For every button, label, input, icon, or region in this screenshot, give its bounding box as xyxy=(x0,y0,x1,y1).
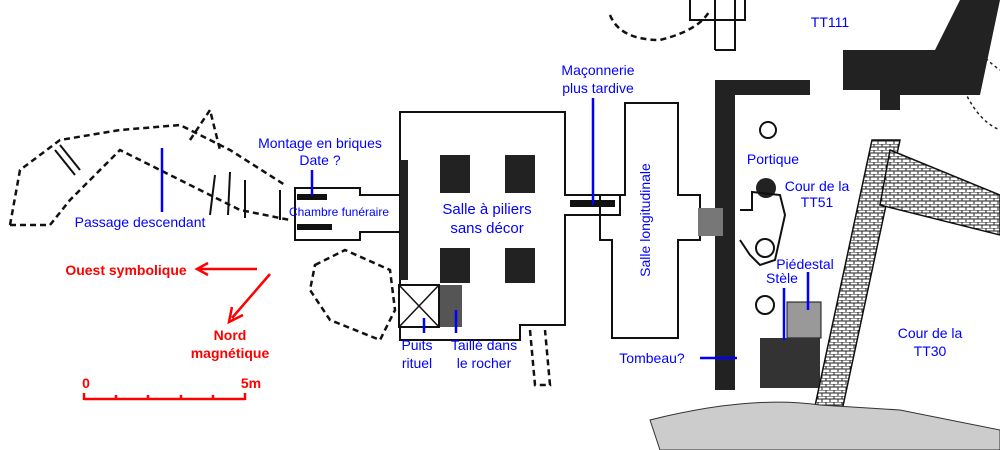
stele-area xyxy=(760,338,820,388)
label-pedestal: Piédestal xyxy=(776,256,834,272)
label-tt30: TT30 xyxy=(914,343,947,359)
label-magnetic: magnétique xyxy=(191,345,270,361)
side-chamber xyxy=(308,248,397,342)
label-brick-masonry: Montage en briques xyxy=(258,135,382,151)
passage-outline xyxy=(8,123,291,227)
wall-section xyxy=(400,160,408,280)
label-undecorated: sans décor xyxy=(450,220,523,237)
label-date: Date ? xyxy=(299,152,340,168)
side-corridor xyxy=(528,329,552,387)
shaft-cross xyxy=(398,284,440,328)
pillar xyxy=(440,248,470,283)
label-portico: Portique xyxy=(747,151,799,167)
west-arrow-icon xyxy=(194,261,257,277)
rock-cut-area xyxy=(440,285,462,327)
label-in-rock: le rocher xyxy=(457,355,512,371)
label-shaft: Puits xyxy=(401,337,432,353)
label-stele: Stèle xyxy=(766,270,798,286)
label-symbolic-west: Ouest symbolique xyxy=(65,262,187,278)
rock-mass xyxy=(843,0,1000,110)
label-pillared-hall: Salle à piliers xyxy=(442,201,531,218)
label-burial-chamber: Chambre funéraire xyxy=(289,205,389,219)
label-tt51: TT51 xyxy=(801,194,834,210)
steps xyxy=(54,144,281,220)
brick-masonry xyxy=(297,224,332,230)
label-masonry: Maçonnerie xyxy=(561,62,634,78)
column-base xyxy=(755,295,775,315)
pillar xyxy=(505,155,535,193)
rock-slope xyxy=(959,39,1000,131)
brick-wall xyxy=(879,148,1000,236)
pillar xyxy=(440,155,470,193)
scale-bar xyxy=(82,393,247,401)
tt111-outline xyxy=(608,9,712,42)
scale-end: 5m xyxy=(241,375,261,391)
side-passage xyxy=(188,106,222,151)
tt111-structure xyxy=(689,0,746,51)
scale-start: 0 xyxy=(82,375,90,391)
north-arrow-icon xyxy=(227,273,271,325)
label-longitudinal-hall: Salle longitudinale xyxy=(637,163,653,277)
label-tt111: TT111 xyxy=(811,14,850,30)
rubble xyxy=(649,401,1000,450)
label-descending-passage: Passage descendant xyxy=(75,214,206,230)
label-ritual: rituel xyxy=(402,355,432,371)
label-magnetic-north: Nord xyxy=(214,327,247,343)
longitudinal-hall xyxy=(599,102,701,339)
doorway-block xyxy=(698,208,723,236)
brick-masonry xyxy=(297,194,327,200)
pedestal xyxy=(786,301,822,339)
pillared-hall xyxy=(399,111,621,341)
pillar xyxy=(505,248,535,283)
label-rock-cut: Taillé dans xyxy=(451,337,517,353)
label-later: plus tardive xyxy=(562,80,634,96)
label-court-tt51: Cour de la xyxy=(785,178,850,194)
column-base xyxy=(755,238,775,258)
label-tomb: Tombeau? xyxy=(619,350,685,366)
label-court-tt30: Cour de la xyxy=(898,325,963,341)
column-base xyxy=(759,121,777,139)
tt51-court-outline xyxy=(739,190,787,267)
